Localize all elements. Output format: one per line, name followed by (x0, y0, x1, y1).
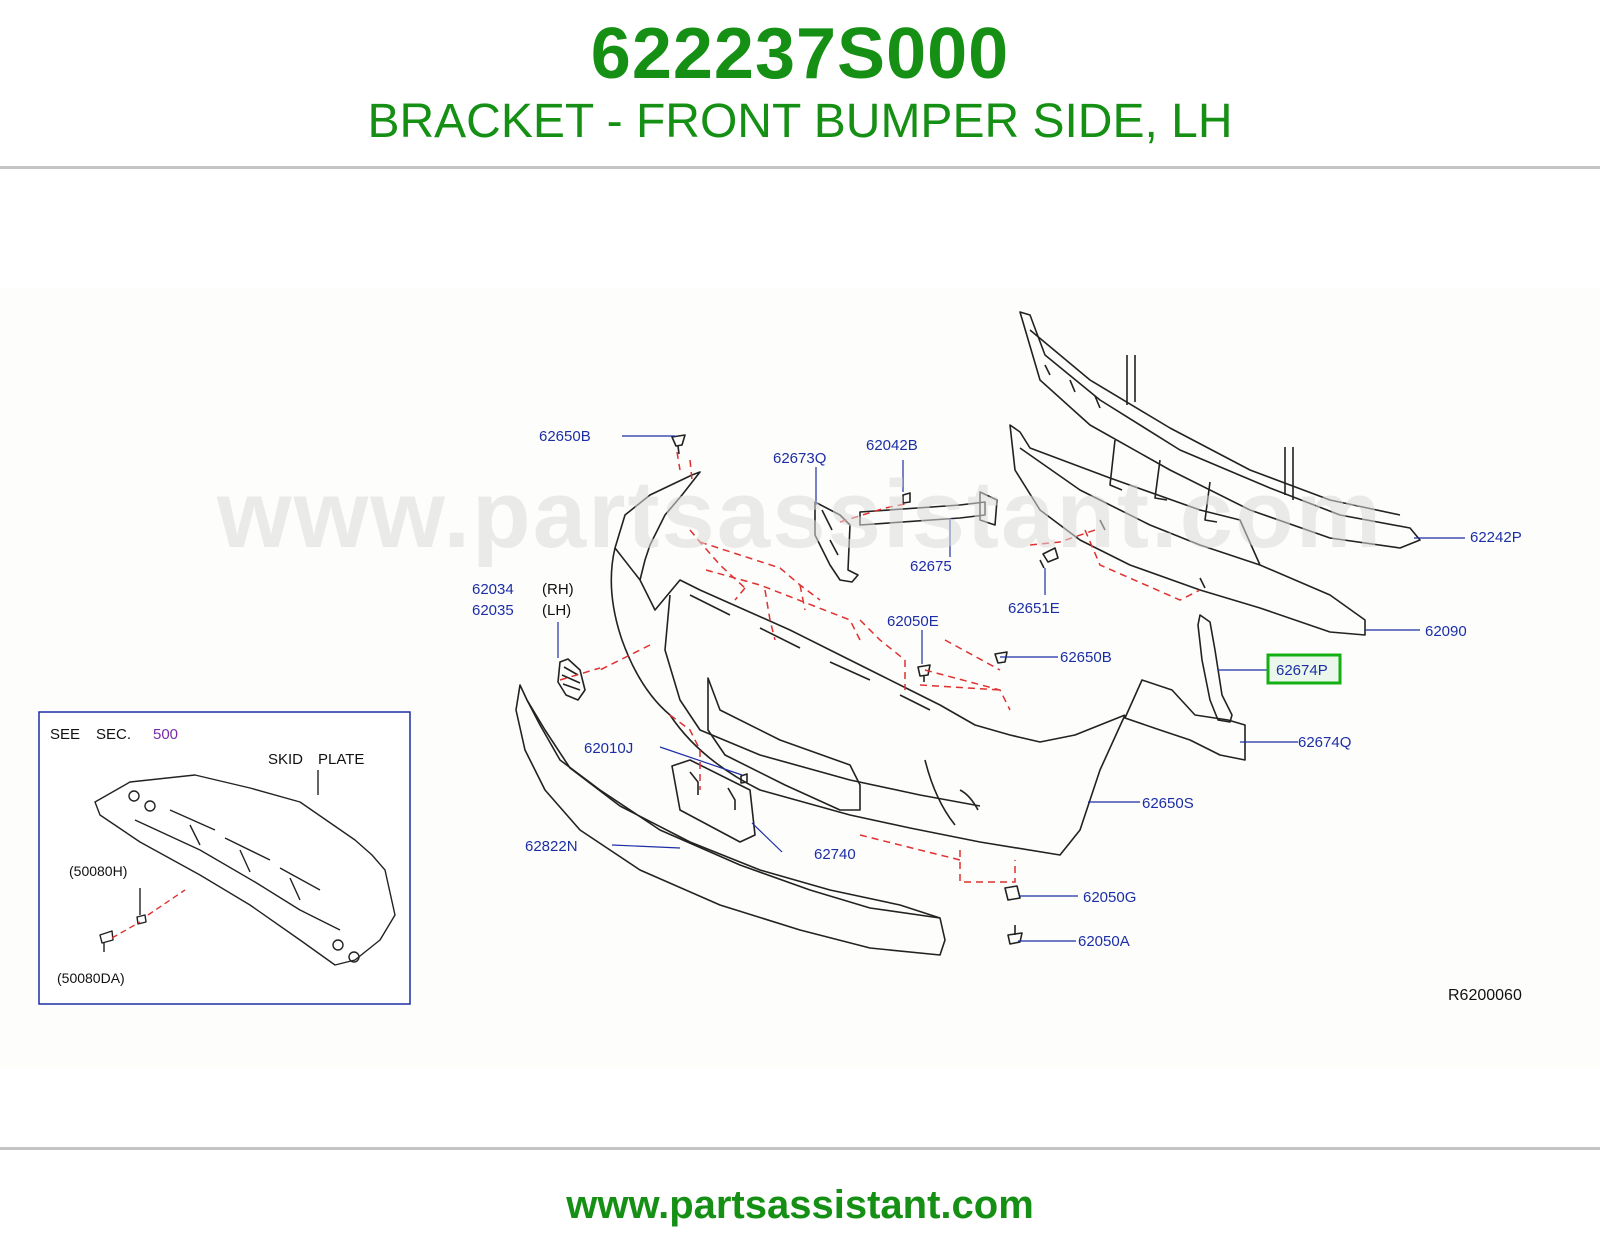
watermark: www.partsassistant.com (216, 461, 1384, 568)
license-plate-bracket (671, 759, 756, 843)
parts-diagram: 62650B 62673Q 62042B 62675 62242P 62090 … (0, 170, 1600, 1165)
callout-62042b[interactable]: 62042B (866, 437, 918, 454)
callout-50080da[interactable]: (50080DA) (57, 970, 125, 986)
skid-plate-inset: SEE SEC. 500 SKID PLATE (50080H) (50080D… (38, 711, 411, 1005)
callout-62650b-top[interactable]: 62650B (539, 428, 591, 445)
inset-frame (38, 711, 411, 1005)
callout-62010j[interactable]: 62010J (584, 740, 633, 757)
callout-50080h[interactable]: (50080H) (69, 863, 127, 879)
inset-skid: SKID (268, 751, 303, 768)
reinforcement-beam (1019, 311, 1421, 549)
side-labels: (RH) (LH) R6200060 (542, 581, 1522, 1004)
inset-plate: PLATE (318, 751, 364, 768)
skid-plate-drawing (94, 770, 396, 966)
callout-62822n[interactable]: 62822N (525, 838, 578, 855)
callout-62650b-mid[interactable]: 62650B (1060, 649, 1112, 666)
callout-62050g[interactable]: 62050G (1083, 889, 1136, 906)
callout-62242p[interactable]: 62242P (1470, 529, 1522, 546)
stay-62674P (1197, 614, 1233, 723)
diagram-canvas: 62650B 62673Q 62042B 62675 62242P 62090 … (0, 288, 1600, 1068)
lower-lip (515, 684, 946, 956)
callout-62650s[interactable]: 62650S (1142, 795, 1194, 812)
callout-62740[interactable]: 62740 (814, 846, 856, 863)
highlighted-callout-62674p[interactable]: 62674P (1266, 653, 1342, 685)
lh-label: (LH) (542, 602, 571, 619)
fog-cover-62034 (557, 658, 586, 701)
highlight-box (1266, 653, 1342, 685)
inset-sec: SEC. (96, 726, 131, 743)
part-description: BRACKET - FRONT BUMPER SIDE, LH (367, 95, 1233, 148)
part-number: 622237S000 (590, 14, 1010, 94)
callout-62090[interactable]: 62090 (1425, 623, 1467, 640)
bumper-fascia (610, 471, 1126, 856)
header: 622237S000 BRACKET - FRONT BUMPER SIDE, … (0, 0, 1600, 168)
stay-62675 (859, 491, 998, 526)
energy-absorber (1009, 424, 1366, 636)
callout-62035[interactable]: 62035 (472, 602, 514, 619)
callout-62034[interactable]: 62034 (472, 581, 514, 598)
header-divider (0, 166, 1600, 169)
footer-url[interactable]: www.partsassistant.com (566, 1183, 1034, 1227)
rh-label: (RH) (542, 581, 574, 598)
inset-alignment (111, 889, 186, 939)
callout-62674q[interactable]: 62674Q (1298, 734, 1351, 751)
callout-62050a[interactable]: 62050A (1078, 933, 1130, 950)
callout-62674p[interactable]: 62674P (1276, 662, 1328, 679)
inset-sec-number[interactable]: 500 (153, 726, 178, 743)
footer-divider (0, 1147, 1600, 1150)
bracket-62674Q (1124, 679, 1246, 761)
callout-labels: 62650B 62673Q 62042B 62675 62242P 62090 … (472, 428, 1522, 950)
callout-62651e[interactable]: 62651E (1008, 600, 1060, 617)
diagram-code: R6200060 (1448, 987, 1522, 1004)
parts-linework (515, 311, 1421, 956)
alignment-lines (559, 451, 1201, 883)
fasteners (671, 434, 1059, 945)
callout-62050e[interactable]: 62050E (887, 613, 939, 630)
inset-see: SEE (50, 726, 80, 743)
callout-62673q[interactable]: 62673Q (773, 450, 826, 467)
callout-62675[interactable]: 62675 (910, 558, 952, 575)
leader-lines (557, 435, 1465, 942)
